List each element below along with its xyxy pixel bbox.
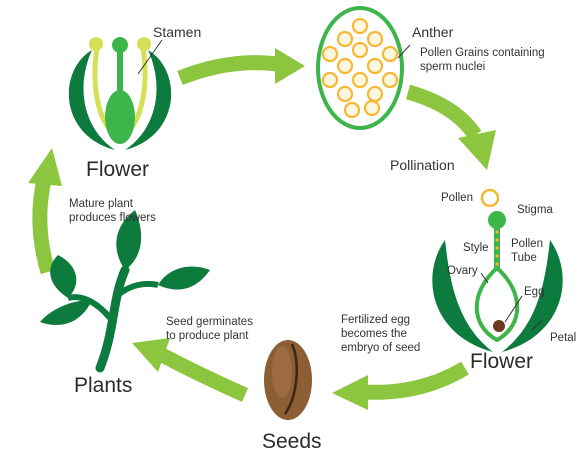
- mature-plant-label-line2: produces flowers: [69, 212, 156, 225]
- stamen-label: Stamen: [153, 24, 201, 40]
- plant-illustration: [40, 210, 210, 368]
- arrow-plants-to-flower-head: [28, 148, 62, 186]
- anther-label: Anther: [412, 24, 453, 40]
- arrow-plants-to-flower: [40, 180, 48, 272]
- pollen-label: Pollen: [441, 192, 473, 205]
- arrow-flower-to-seeds: [365, 368, 465, 392]
- flower-top-illustration: [69, 37, 171, 150]
- seed-illustration: [264, 340, 312, 420]
- fertilized-egg-label-line3: embryo of seed: [341, 342, 420, 355]
- germinates-label-line1: Seed germinates: [166, 316, 253, 329]
- petal-label: Petal: [550, 332, 576, 345]
- arrow-seeds-to-plants: [162, 355, 245, 395]
- pollen-tube-label-line1: Pollen: [511, 238, 543, 251]
- flower-top-label: Flower: [86, 158, 149, 182]
- pollen-tube-label-line2: Tube: [511, 252, 537, 265]
- pollen-grains-label-line1: Pollen Grains containing: [420, 47, 545, 60]
- anther-illustration: [318, 8, 410, 128]
- arrow-anther-to-pollination-head: [458, 130, 496, 170]
- fertilized-egg-label-line2: becomes the: [341, 328, 407, 341]
- flower-bottom-label: Flower: [470, 350, 533, 374]
- arrow-flower-to-anther: [180, 63, 278, 78]
- arrow-anther-to-pollination: [408, 92, 475, 135]
- fertilized-egg-label-line1: Fertilized egg: [341, 314, 410, 327]
- seeds-label: Seeds: [262, 430, 322, 454]
- arrow-flower-to-seeds-head: [332, 375, 368, 410]
- mature-plant-label-line1: Mature plant: [69, 198, 133, 211]
- plants-label: Plants: [74, 374, 132, 398]
- ovary-label: Ovary: [447, 265, 478, 278]
- style-label: Style: [463, 242, 489, 255]
- arrow-flower-to-anther-head: [275, 48, 305, 84]
- pollen-grains-label-line2: sperm nuclei: [420, 61, 485, 74]
- germinates-label-line2: to produce plant: [166, 330, 248, 343]
- stigma-label: Stigma: [517, 204, 553, 217]
- egg-label: Egg: [524, 286, 544, 299]
- pollination-label: Pollination: [390, 157, 455, 173]
